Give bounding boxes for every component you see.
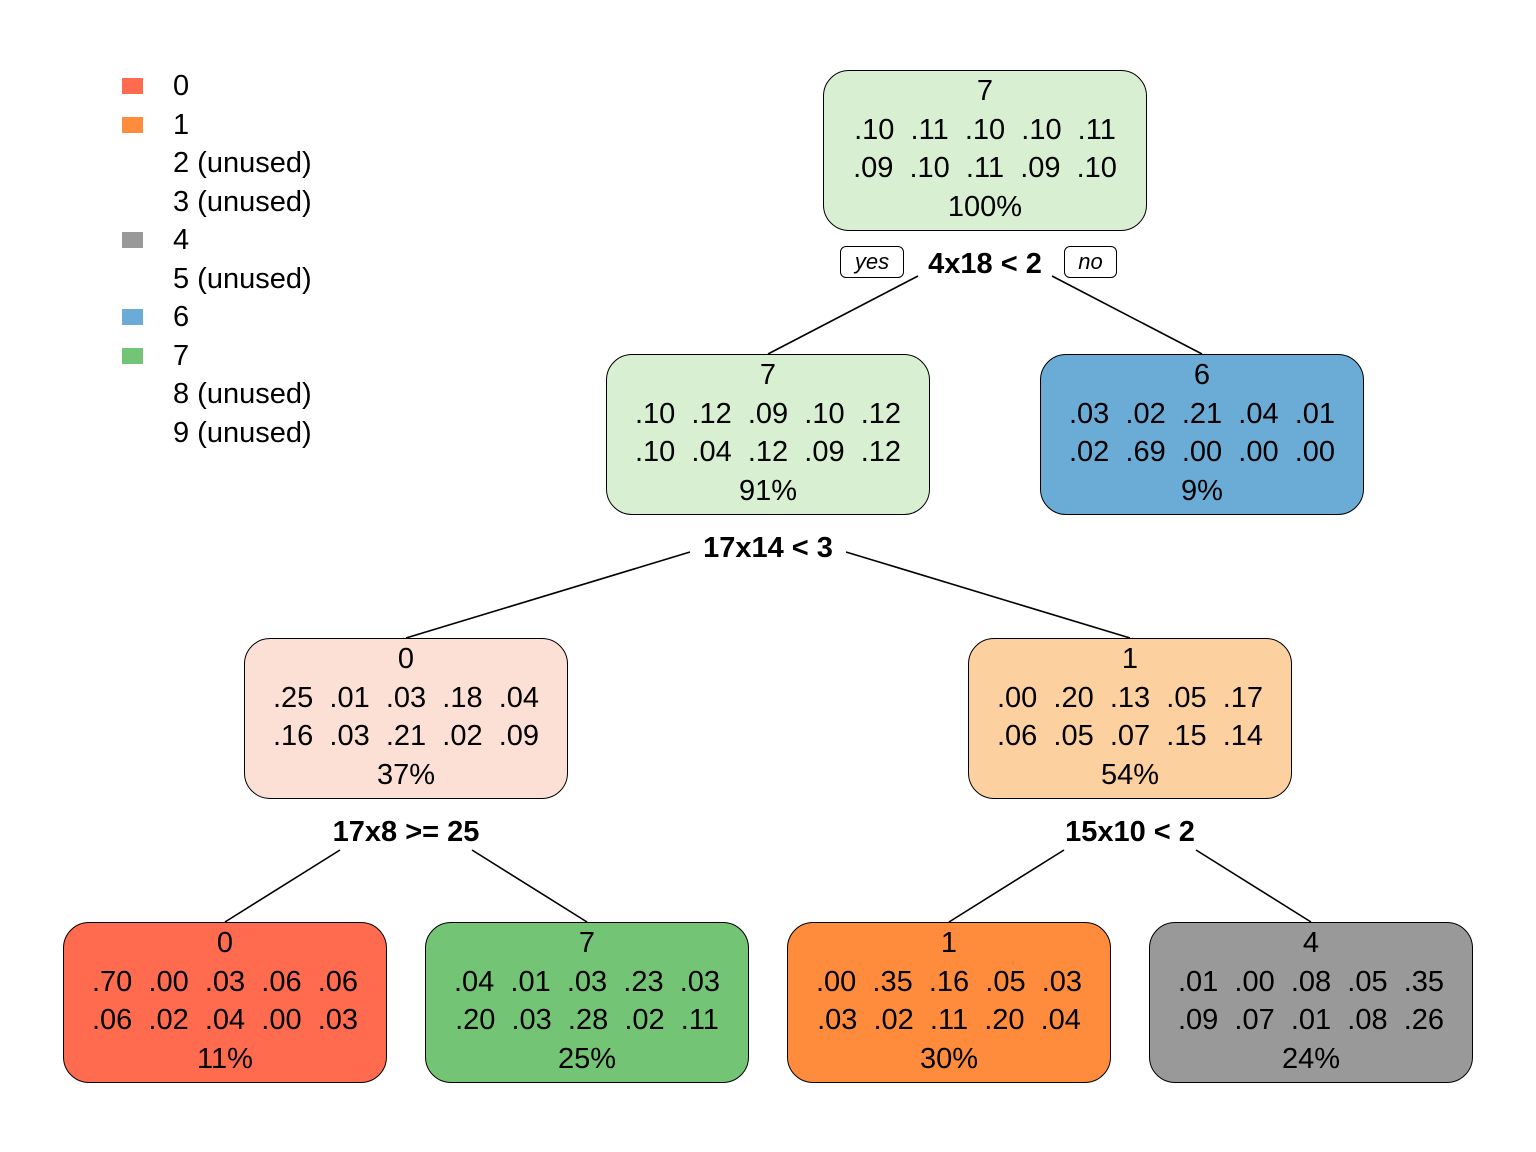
node-class: 7 — [759, 359, 777, 391]
edge-n5-n10 — [948, 849, 1065, 923]
split-label-n5: 15x10 < 2 — [1065, 816, 1195, 848]
tree-node-n8: 0 .70 .00 .03 .06 .06 .06 .02 .04 .00 .0… — [63, 922, 387, 1083]
node-class: 4 — [1302, 927, 1320, 959]
node-class: 0 — [216, 927, 234, 959]
node-probs-row1: .03 .02 .21 .04 .01 — [1068, 397, 1336, 430]
node-percent: 25% — [557, 1042, 617, 1075]
legend-label: 3 (unused) — [173, 185, 312, 218]
tree-node-n2: 7 .10 .12 .09 .10 .12 .10 .04 .12 .09 .1… — [606, 354, 930, 515]
legend-label: 9 (unused) — [173, 416, 312, 449]
edge-n4-n8 — [224, 849, 341, 923]
tree-node-root: 7 .10 .11 .10 .10 .11 .09 .10 .11 .09 .1… — [823, 70, 1147, 231]
split-label-root: 4x18 < 2 — [928, 248, 1042, 280]
tree-node-n4: 0 .25 .01 .03 .18 .04 .16 .03 .21 .02 .0… — [244, 638, 568, 799]
edge-root-n3 — [1051, 275, 1203, 355]
node-class: 1 — [1121, 643, 1139, 675]
node-probs-row2: .06 .02 .04 .00 .03 — [91, 1004, 359, 1036]
legend-label: 1 — [173, 108, 190, 141]
edge-root-n2 — [767, 275, 919, 355]
legend-swatch — [122, 347, 143, 364]
tree-node-n5: 1 .00 .20 .13 .05 .17 .06 .05 .07 .15 .1… — [968, 638, 1292, 799]
node-probs-row1: .04 .01 .03 .23 .03 — [453, 965, 721, 998]
node-probs-row2: .02 .69 .00 .00 .00 — [1068, 436, 1336, 468]
node-probs-row1: .70 .00 .03 .06 .06 — [91, 965, 359, 998]
edge-label-yes: yes — [840, 246, 904, 278]
node-probs-row1: .10 .11 .10 .10 .11 — [854, 113, 1116, 146]
legend-label: 8 (unused) — [173, 378, 312, 410]
edge-label-no: no — [1064, 246, 1117, 278]
node-probs-row1: .01 .00 .08 .05 .35 — [1177, 965, 1445, 998]
node-percent: 37% — [376, 758, 436, 791]
node-class: 6 — [1193, 359, 1211, 391]
tree-node-n9: 7 .04 .01 .03 .23 .03 .20 .03 .28 .02 .1… — [425, 922, 749, 1083]
node-probs-row2: .09 .10 .11 .09 .10 — [853, 152, 1117, 184]
legend-label: 5 (unused) — [173, 262, 312, 295]
tree-node-n11: 4 .01 .00 .08 .05 .35 .09 .07 .01 .08 .2… — [1149, 922, 1473, 1083]
node-probs-row2: .20 .03 .28 .02 .11 — [455, 1004, 719, 1036]
legend-label: 0 — [173, 70, 190, 102]
node-percent: 100% — [947, 190, 1023, 223]
legend-label: 4 — [173, 224, 190, 256]
legend-label: 6 — [173, 301, 190, 333]
node-probs-row2: .10 .04 .12 .09 .12 — [634, 436, 902, 468]
legend-swatch — [122, 232, 143, 248]
node-percent: 30% — [919, 1042, 979, 1075]
legend-swatch — [122, 309, 143, 325]
edge-n4-n9 — [471, 849, 588, 923]
tree-node-n10: 1 .00 .35 .16 .05 .03 .03 .02 .11 .20 .0… — [787, 922, 1111, 1083]
node-probs-row2: .03 .02 .11 .20 .04 — [817, 1004, 1081, 1036]
legend-label: 2 (unused) — [173, 147, 312, 179]
node-class: 0 — [397, 643, 415, 675]
legend-swatch — [122, 78, 143, 94]
node-probs-row2: .09 .07 .01 .08 .26 — [1177, 1004, 1445, 1036]
node-percent: 11% — [197, 1042, 253, 1075]
legend-label: 7 — [173, 339, 190, 372]
node-percent: 91% — [738, 474, 798, 507]
node-percent: 9% — [1181, 474, 1223, 507]
node-percent: 54% — [1100, 758, 1160, 791]
node-probs-row1: .10 .12 .09 .10 .12 — [634, 397, 902, 430]
split-label-n2: 17x14 < 3 — [703, 532, 833, 564]
node-class: 1 — [940, 927, 958, 959]
node-probs-row1: .25 .01 .03 .18 .04 — [272, 681, 540, 714]
node-probs-row2: .06 .05 .07 .15 .14 — [996, 720, 1264, 752]
split-label-n4: 17x8 >= 25 — [332, 816, 480, 848]
node-percent: 24% — [1281, 1042, 1341, 1075]
node-probs-row1: .00 .20 .13 .05 .17 — [996, 681, 1264, 714]
node-probs-row1: .00 .35 .16 .05 .03 — [815, 965, 1083, 998]
node-class: 7 — [976, 75, 994, 107]
node-probs-row2: .16 .03 .21 .02 .09 — [272, 720, 540, 752]
legend-swatch — [122, 116, 143, 133]
edge-n2-n4 — [405, 551, 691, 639]
node-class: 7 — [578, 927, 596, 959]
edge-n2-n5 — [845, 551, 1131, 639]
tree-node-n3: 6 .03 .02 .21 .04 .01 .02 .69 .00 .00 .0… — [1040, 354, 1364, 515]
edge-n5-n11 — [1195, 849, 1312, 923]
